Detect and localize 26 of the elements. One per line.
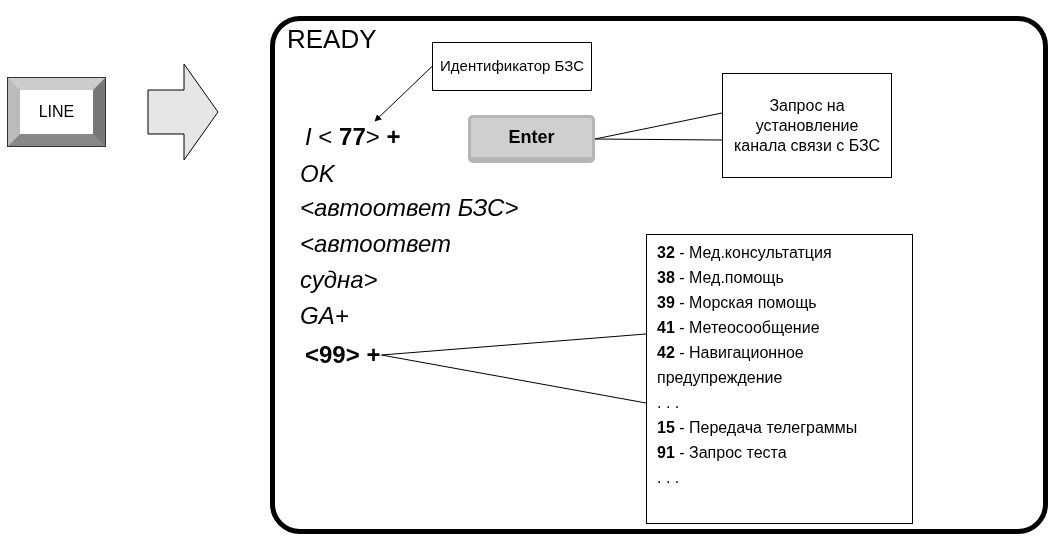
response-text: OK xyxy=(300,159,335,189)
list-item: 91 - Запрос теста xyxy=(657,443,788,463)
callout-box: Идентификатор БЗС xyxy=(432,42,592,91)
leader-arrow xyxy=(374,66,433,122)
response-text: <автоответ БЗС> xyxy=(300,193,519,223)
command-text: I < 77> + xyxy=(305,119,401,155)
callout-pointer xyxy=(594,112,723,141)
list-item: 15 - Передача телеграммы xyxy=(657,418,859,438)
code-list-box xyxy=(646,234,913,524)
list-item: . . . xyxy=(657,393,681,413)
list-item: 41 - Метеосообщение xyxy=(657,318,821,338)
list-item: . . . xyxy=(657,468,681,488)
list-item: 38 - Мед.помощь xyxy=(657,268,785,288)
response-text: GA+ xyxy=(300,301,349,331)
block-arrow xyxy=(147,63,219,161)
callout-pointer xyxy=(380,333,647,404)
callout-box: Запрос на установление канала связи с БЗС xyxy=(722,73,892,178)
screen-panel xyxy=(270,16,1048,534)
list-item: 42 - Навигационное предупреждение xyxy=(657,343,805,388)
list-item: 32 - Мед.консультатция xyxy=(657,243,833,263)
list-item: 39 - Морская помощь xyxy=(657,293,818,313)
line-key: LINE xyxy=(8,78,105,146)
command-text: <99> + xyxy=(305,337,381,373)
response-text: <автоответ судна> xyxy=(300,229,453,295)
enter-key: Enter xyxy=(468,115,595,163)
status-text: READY xyxy=(287,24,377,55)
